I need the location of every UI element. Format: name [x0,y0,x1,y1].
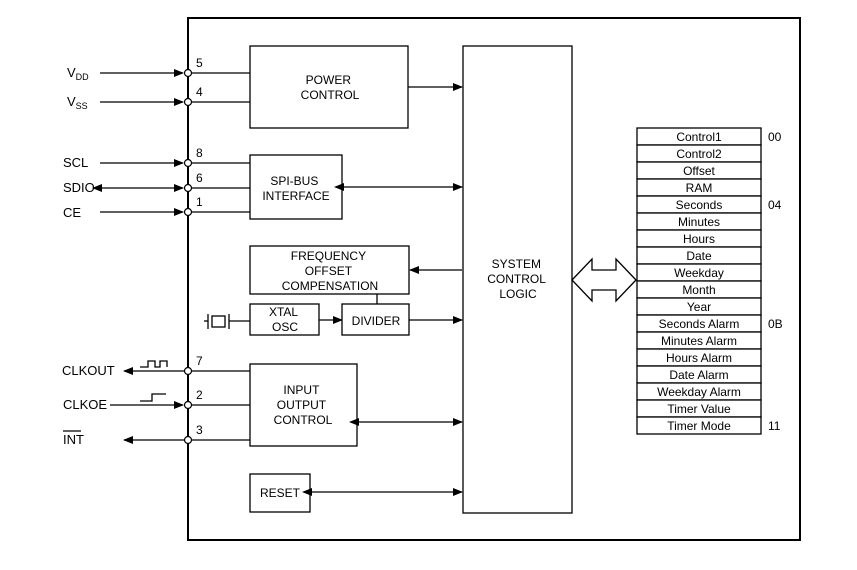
pin-number-vdd: 5 [196,56,203,70]
reset-block [249,473,311,513]
power-control-label: POWER CONTROL [301,73,360,102]
frequency-offset-compensation-block [249,245,410,295]
register-name: RAM [686,181,713,195]
register-name: Timer Value [667,402,731,416]
pin-clkoe [183,400,193,410]
input-output-control-block [249,363,358,447]
register-address: 04 [768,198,782,212]
register-bus-arrow [571,257,637,303]
register-name: Minutes [678,215,720,229]
register-name: Seconds Alarm [659,317,740,331]
divider-block [341,303,410,336]
step-waveform-icon [140,393,166,402]
xtal-osc-label: XTAL OSC [269,305,301,334]
pin-vss [183,97,193,107]
crystal-icon [204,314,250,329]
pin-number-clkout: 7 [196,354,203,368]
pin-sdio [183,183,193,193]
register-name: Weekday Alarm [657,385,741,399]
register-row [636,416,762,435]
register-name: Minutes Alarm [661,334,737,348]
register-name: Date Alarm [669,368,728,382]
spi-bus-interface-label: SPI-BUS INTERFACE [262,174,329,203]
register-name: Date [686,249,712,263]
pin-vdd [183,68,193,78]
xtal-osc-block [249,303,320,336]
pin-number-ce: 1 [196,195,203,209]
register-name: Weekday [674,266,724,280]
register-address: 0B [768,317,783,331]
register-address: 11 [768,419,781,433]
register-name: Hours [683,232,715,246]
register-name: Control2 [676,147,722,161]
sdio-label: SDIO [63,180,95,195]
scl-label: SCL [63,155,88,170]
int-label: INT [63,432,84,447]
pin-scl [183,158,193,168]
pin-number-int: 3 [196,423,203,437]
pin-number-vss: 4 [196,85,203,99]
pin-clkout [183,366,193,376]
frequency-offset-compensation-label: FREQUENCY OFFSET COMPENSATION [282,249,378,293]
divider-label: DIVIDER [352,314,401,328]
register-name: Hours Alarm [666,351,732,365]
reset-label: RESET [260,486,301,500]
vdd-label: VDD [67,65,89,82]
pin-int [183,435,193,445]
register-name: Seconds [676,198,723,212]
pin-number-scl: 8 [196,146,203,160]
register-name: Control1 [676,130,722,144]
register-name: Timer Mode [667,419,731,433]
clock-waveform-icon [140,360,168,368]
register-name: Offset [683,164,715,178]
register-address: 00 [768,130,782,144]
pin-ce [183,207,193,217]
input-output-control-label: INPUT OUTPUT CONTROL [274,383,333,427]
register-name: Month [682,283,715,297]
register-name: Year [687,300,711,314]
ce-label: CE [63,205,81,220]
pin-number-sdio: 6 [196,171,203,185]
clkout-label: CLKOUT [62,363,115,378]
system-control-logic-label: SYSTEM CONTROL LOGIC [487,257,549,301]
clkoe-label: CLKOE [63,397,107,412]
chip-outline [187,17,801,541]
system-control-logic-block [462,45,573,514]
pin-number-clkoe: 2 [196,388,203,402]
power-control-block [249,45,409,129]
vss-label: VSS [67,94,88,111]
